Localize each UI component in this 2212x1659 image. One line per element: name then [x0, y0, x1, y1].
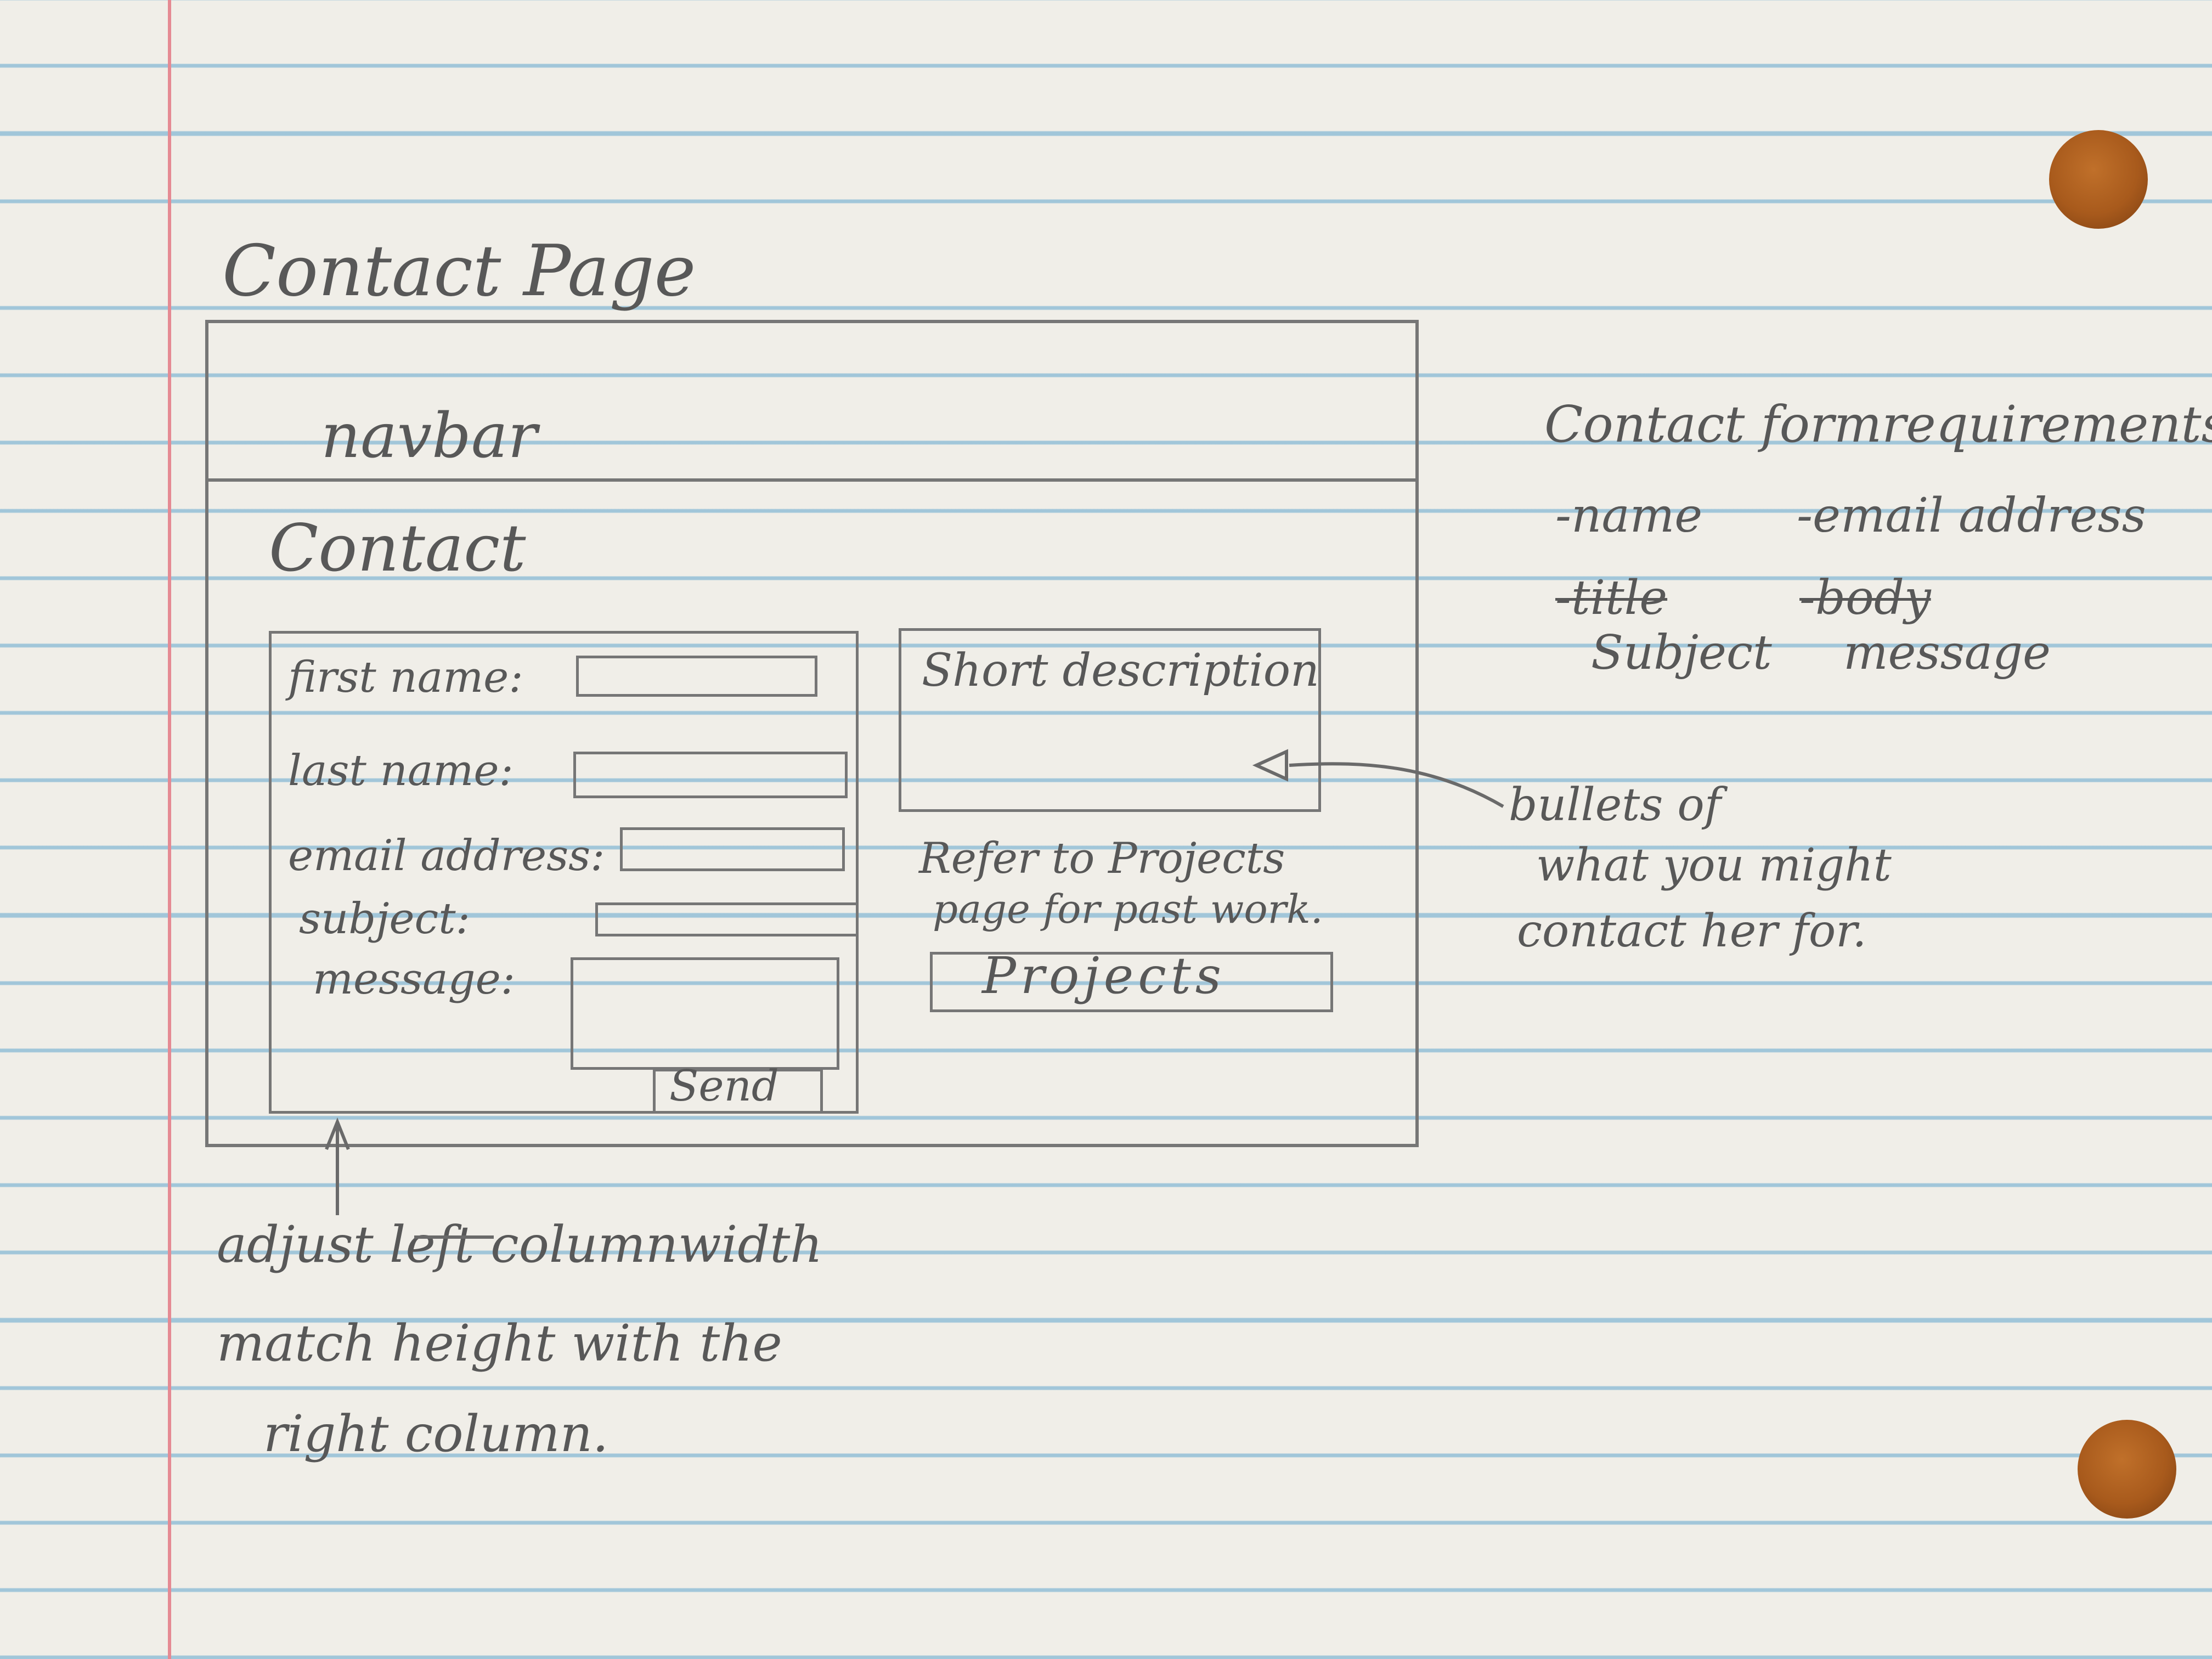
column-note: match height with the	[217, 1314, 782, 1373]
column-note: right column.	[263, 1404, 609, 1463]
bullets-annotation: bullets of	[1509, 779, 1722, 831]
contact-form-box	[269, 631, 859, 1114]
arrowhead-icon	[325, 1117, 350, 1150]
wireframe-frame	[205, 320, 1419, 1147]
arrowhead-icon	[1252, 749, 1288, 782]
last-name-input[interactable]	[573, 752, 848, 798]
send-button-label: Send	[669, 1062, 779, 1111]
email-address-label: email address:	[288, 831, 605, 881]
first-name-input[interactable]	[576, 656, 817, 697]
contact-heading: Contact	[269, 510, 526, 586]
refer-text: Refer to Projects	[919, 834, 1285, 883]
last-name-label: last name:	[288, 746, 514, 795]
requirement-item: -name	[1555, 488, 1703, 543]
message-textarea[interactable]	[571, 957, 839, 1070]
subject-label: subject:	[299, 894, 470, 944]
refer-text: page for past work.	[933, 886, 1323, 932]
short-description-box	[899, 628, 1321, 812]
arrow-to-description	[1289, 762, 1504, 808]
message-label: message:	[313, 955, 516, 1004]
punch-hole	[2078, 1420, 2176, 1519]
column-note: adjust left columnwidth	[217, 1215, 823, 1274]
page-title: Contact Page	[222, 230, 696, 312]
bullets-annotation: contact her for.	[1517, 905, 1867, 957]
requirement-item-struck: -title	[1555, 571, 1668, 625]
requirement-item-struck: -body	[1799, 571, 1931, 625]
requirement-item: -email address	[1797, 488, 2146, 543]
punch-hole	[2049, 130, 2148, 229]
email-address-input[interactable]	[620, 827, 845, 871]
subject-input[interactable]	[595, 902, 859, 936]
projects-button-label: Projects	[982, 946, 1226, 1005]
bullets-annotation: what you might	[1536, 839, 1892, 891]
send-button[interactable]	[653, 1069, 823, 1114]
requirement-item: Subject	[1591, 625, 1772, 680]
navbar-divider	[205, 478, 1419, 482]
margin-line	[168, 0, 171, 1659]
first-name-label: first name:	[288, 653, 523, 702]
requirement-item: message	[1843, 625, 2051, 680]
requirements-title: Contact formrequirements	[1544, 395, 2212, 454]
projects-button[interactable]	[930, 952, 1333, 1012]
navbar-label: navbar	[321, 400, 538, 472]
short-description-label: Short description	[922, 645, 1319, 697]
